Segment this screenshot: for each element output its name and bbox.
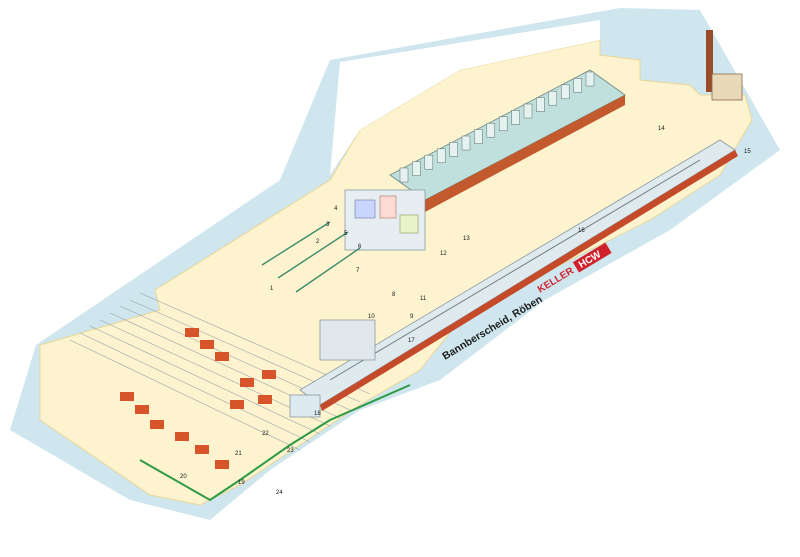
- dryer-unit: [436, 148, 446, 164]
- product-stack: [175, 432, 189, 441]
- dryer-unit: [536, 97, 545, 112]
- label-11: 11: [420, 296, 427, 302]
- dryer-unit: [424, 154, 434, 170]
- product-stack: [258, 395, 272, 404]
- product-stack: [262, 370, 276, 379]
- dryer-unit: [449, 142, 458, 157]
- label-1: 1: [270, 286, 274, 292]
- product-stacks: [120, 328, 276, 469]
- chimney: [706, 30, 713, 92]
- dryer-unit: [511, 110, 520, 125]
- processing-equipment: [289, 189, 426, 418]
- label-13: 13: [463, 236, 470, 242]
- dryer-unit: [412, 161, 421, 176]
- label-21: 21: [235, 451, 242, 457]
- dryer-unit: [523, 103, 533, 119]
- product-stack: [150, 420, 164, 429]
- product-stack: [215, 352, 229, 361]
- chimney-base: [711, 73, 743, 101]
- label-23: 23: [287, 448, 294, 454]
- label-7: 7: [356, 268, 360, 274]
- product-stack: [230, 400, 244, 409]
- label-20: 20: [180, 474, 187, 480]
- label-18: 18: [314, 411, 321, 417]
- product-stack: [185, 328, 199, 337]
- product-stack: [240, 378, 254, 387]
- product-stack: [195, 445, 209, 454]
- product-stack: [215, 460, 229, 469]
- dryer-unit: [498, 116, 508, 132]
- dryer-side: [425, 95, 625, 212]
- label-22: 22: [262, 431, 269, 437]
- label-8: 8: [392, 292, 396, 298]
- label-4: 4: [334, 206, 338, 212]
- label-16: 16: [578, 228, 585, 234]
- loading-cranes: [261, 221, 361, 293]
- label-3: 3: [326, 222, 330, 228]
- label-14: 14: [658, 126, 665, 132]
- dryer-unit: [560, 84, 570, 100]
- label-19: 19: [238, 480, 245, 486]
- kiln-rail: [329, 159, 701, 381]
- label-10: 10: [368, 314, 375, 320]
- dryer-unit: [486, 122, 496, 138]
- product-stack: [200, 340, 214, 349]
- label-5: 5: [344, 231, 348, 237]
- kiln-wall: [320, 150, 738, 411]
- dryer-unit: [548, 90, 558, 106]
- label-12: 12: [440, 251, 447, 257]
- dryer-unit: [399, 167, 409, 183]
- dryer-unit-row: [399, 71, 595, 183]
- label-9: 9: [410, 314, 414, 320]
- transfer-track: [139, 384, 411, 502]
- product-stack: [120, 392, 134, 401]
- dryer-unit: [474, 129, 483, 144]
- label-6: 6: [358, 244, 362, 250]
- product-stack: [135, 405, 149, 414]
- label-24: 24: [276, 490, 283, 496]
- dryer-unit: [461, 135, 471, 151]
- dryer-unit: [573, 78, 582, 93]
- label-2: 2: [316, 239, 320, 245]
- label-15: 15: [744, 149, 751, 155]
- dryer-unit: [585, 71, 595, 87]
- label-17: 17: [408, 338, 415, 344]
- floor-cutout: [330, 20, 600, 175]
- station-labels: 1 2 3 4 5 6 7 8 9 10 11 12 13 14 15 16 1…: [180, 126, 751, 496]
